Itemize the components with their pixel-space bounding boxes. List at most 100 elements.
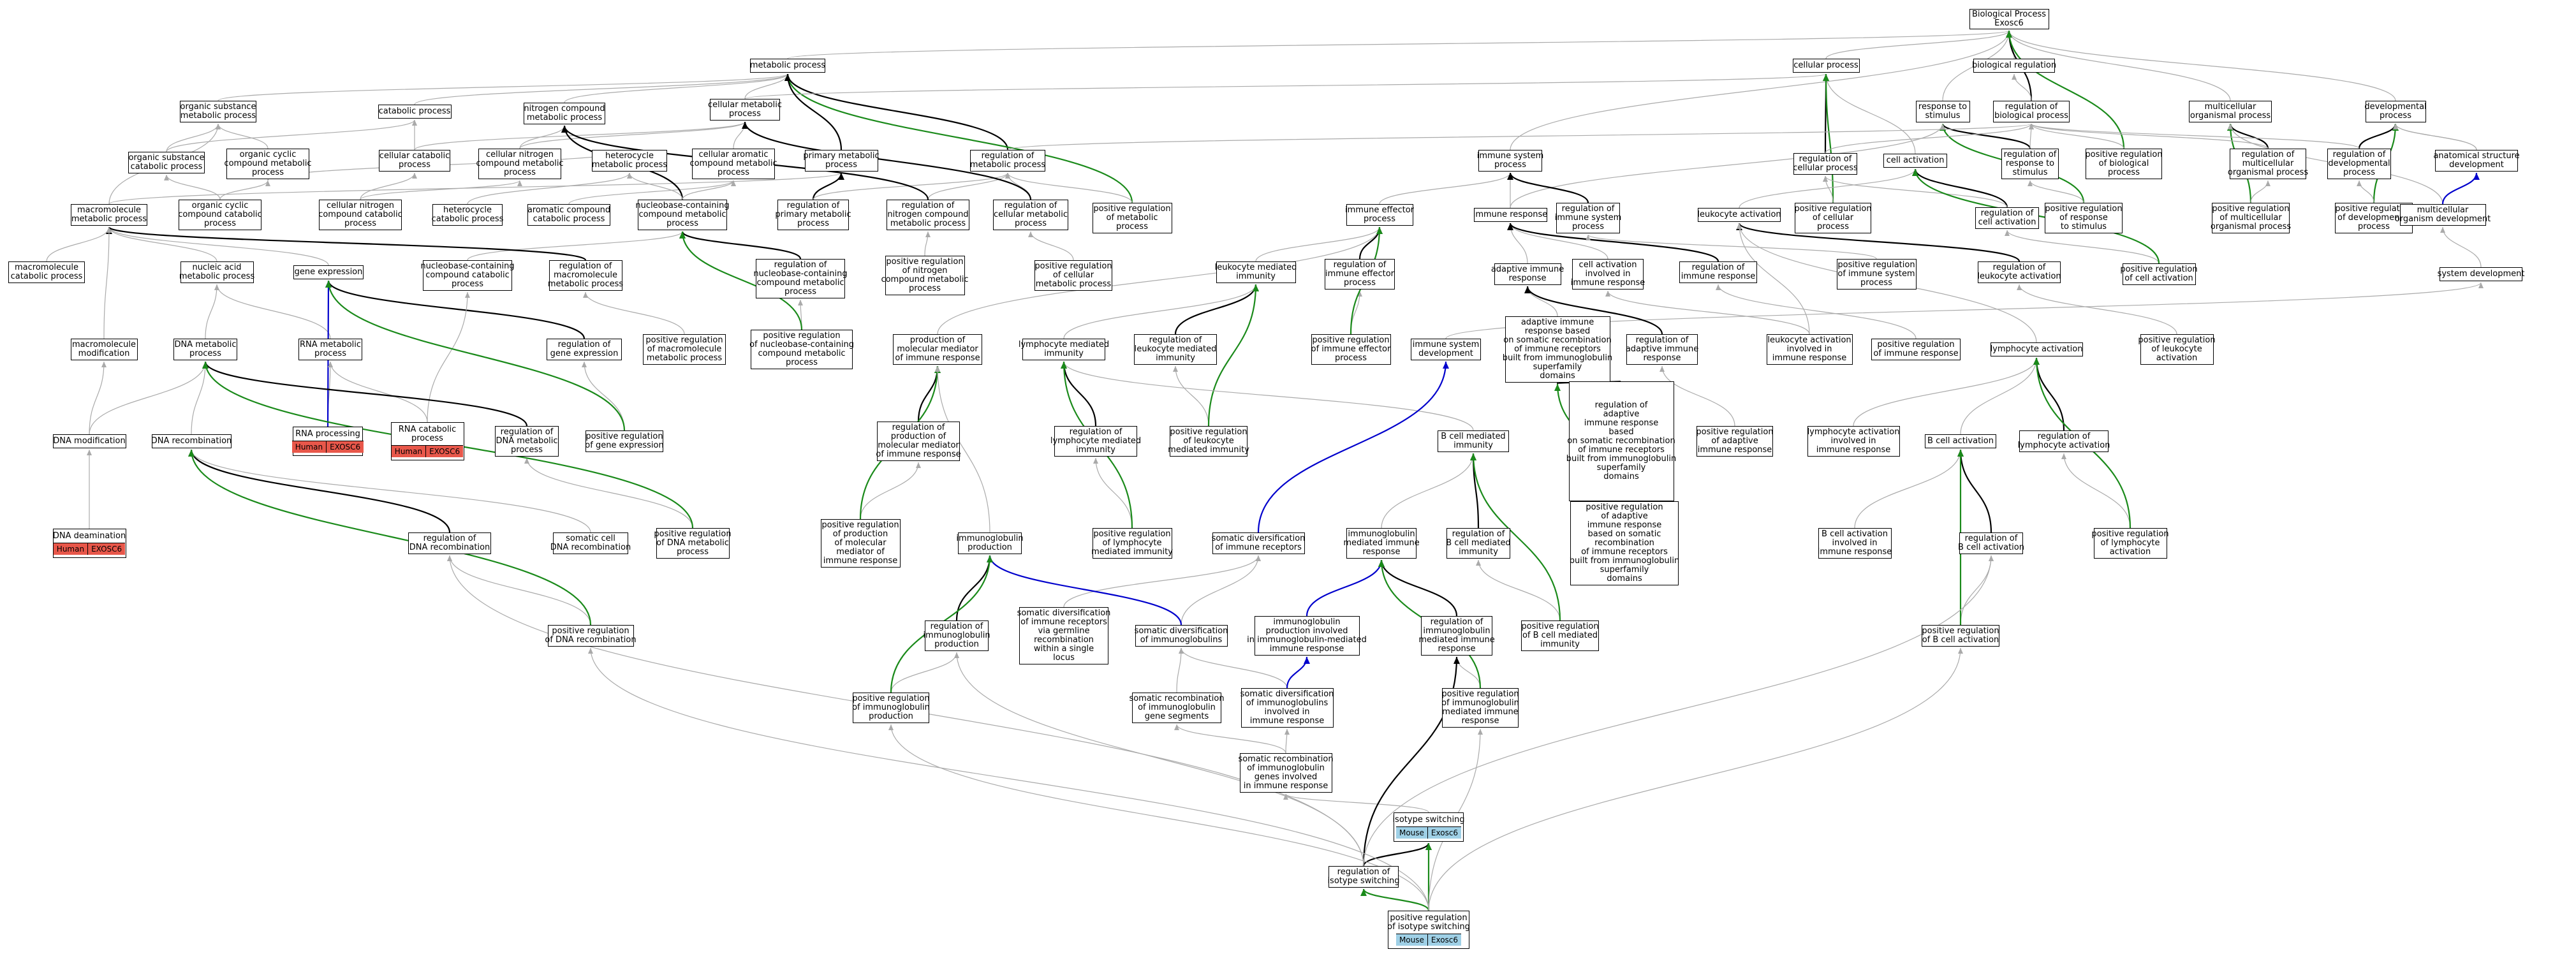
go-term-regulation-of-gene-expression[interactable]: regulation of gene expression xyxy=(547,339,622,360)
go-term-lymphocyte-activation[interactable]: lymphocyte activation xyxy=(1990,342,2083,356)
go-term-somatic-diversification-of-immune-receptors[interactable]: somatic diversification of immune recept… xyxy=(1212,532,1305,554)
go-term-b-cell-mediated-immunity[interactable]: B cell mediated immunity xyxy=(1438,430,1509,452)
go-term-regulation-of-adaptive-immune-response[interactable]: regulation of adaptive immune response xyxy=(1626,334,1698,365)
go-term-organic-substance-metabolic-process[interactable]: organic substance metabolic process xyxy=(180,101,256,122)
go-term-cell-activation-involved-in-immune-response[interactable]: cell activation involved in immune respo… xyxy=(1571,259,1645,290)
go-term-positive-regulation-of-response-to-stimulus[interactable]: positive regulation of response to stimu… xyxy=(2045,203,2123,233)
go-term-regulation-of-metabolic-process[interactable]: regulation of metabolic process xyxy=(970,150,1045,172)
go-term-multicellular-organismal-process[interactable]: multicellular organismal process xyxy=(2189,101,2272,122)
go-term-positive-regulation-of-metabolic-process[interactable]: positive regulation of metabolic process xyxy=(1092,203,1172,233)
go-term-macromolecule-catabolic-process[interactable]: macromolecule catabolic process xyxy=(8,261,85,283)
go-term-positive-regulation-of-immunoglobulin-mediated-immune-response[interactable]: positive regulation of immunoglobulin me… xyxy=(1441,688,1519,728)
go-term-regulation-of-immune-effector-process[interactable]: regulation of immune effector process xyxy=(1325,259,1395,290)
go-term-positive-regulation-of-production-of-molecular-mediator-of-immune-response[interactable]: positive regulation of production of mol… xyxy=(820,519,901,568)
go-term-production-of-molecular-mediator-of-immune-response[interactable]: production of molecular mediator of immu… xyxy=(893,334,982,365)
go-term-organic-cyclic-compound-catabolic-process[interactable]: organic cyclic compound catabolic proces… xyxy=(178,200,262,230)
go-term-immune-effector-process[interactable]: immune effector process xyxy=(1345,204,1414,226)
go-term-regulation-of-cellular-metabolic-process[interactable]: regulation of cellular metabolic process xyxy=(993,200,1068,230)
go-term-regulation-of-developmental-process[interactable]: regulation of developmental process xyxy=(2327,149,2391,179)
go-term-metabolic-process[interactable]: metabolic process xyxy=(750,59,825,73)
go-term-heterocycle-metabolic-process[interactable]: heterocycle metabolic process xyxy=(592,150,667,172)
go-term-leukocyte-mediated-immunity[interactable]: leukocyte mediated immunity xyxy=(1215,261,1297,283)
go-term-b-cell-activation[interactable]: B cell activation xyxy=(1925,434,1996,448)
go-term-positive-regulation-of-nitrogen-compound-metabolic-process[interactable]: positive regulation of nitrogen compound… xyxy=(881,256,969,295)
go-term-positive-regulation-of-cellular-process[interactable]: positive regulation of cellular process xyxy=(1794,203,1872,233)
go-term-positive-regulation-of-multicellular-organismal-process[interactable]: positive regulation of multicellular org… xyxy=(2211,203,2291,233)
go-term-biological-process[interactable]: Biological Process Exosc6 xyxy=(1969,9,2049,29)
go-term-somatic-cell-dna-recombination[interactable]: somatic cell DNA recombination xyxy=(550,532,631,554)
go-term-regulation-of-cell-activation[interactable]: regulation of cell activation xyxy=(1975,207,2039,229)
go-term-system-development[interactable]: system development xyxy=(2438,267,2524,281)
go-term-regulation-of-nucleobase-containing-compound-metabolic-process[interactable]: regulation of nucleobase-containing comp… xyxy=(753,259,848,298)
go-term-positive-regulation-of-immune-system-process[interactable]: positive regulation of immune system pro… xyxy=(1836,259,1917,290)
go-term-positive-regulation-of-gene-expression[interactable]: positive regulation of gene expression xyxy=(585,430,664,452)
go-term-immune-response[interactable]: immune response xyxy=(1473,208,1547,222)
go-term-regulation-of-dna-recombination[interactable]: regulation of DNA recombination xyxy=(408,532,491,554)
go-term-macromolecule-modification[interactable]: macromolecule modification xyxy=(70,339,138,360)
go-term-dna-modification[interactable]: DNA modification xyxy=(52,434,126,448)
go-term-immune-system-process[interactable]: immune system process xyxy=(1477,150,1543,172)
go-term-regulation-of-lymphocyte-mediated-immunity[interactable]: regulation of lymphocyte mediated immuni… xyxy=(1050,426,1141,457)
go-term-nucleic-acid-metabolic-process[interactable]: nucleic acid metabolic process xyxy=(179,261,254,283)
go-term-regulation-of-immune-system-process[interactable]: regulation of immune system process xyxy=(1555,203,1621,233)
go-term-regulation-of-response-to-stimulus[interactable]: regulation of response to stimulus xyxy=(2001,149,2059,179)
go-term-cellular-process[interactable]: cellular process xyxy=(1792,59,1860,73)
go-term-somatic-diversification-of-immunoglobulins-involved-in-immune-response[interactable]: somatic diversification of immunoglobuli… xyxy=(1240,688,1334,728)
go-term-positive-regulation-of-regulation-of-adaptive-immune-response-based-on-somatic[interactable]: positive regulation of adaptive immune r… xyxy=(1570,501,1679,585)
go-term-organic-substance-catabolic-process[interactable]: organic substance catabolic process xyxy=(128,152,205,173)
go-term-positive-regulation-of-lymphocyte-mediated-immunity[interactable]: positive regulation of lymphocyte mediat… xyxy=(1091,528,1173,559)
go-term-positive-regulation-of-b-cell-mediated-immunity[interactable]: positive regulation of B cell mediated i… xyxy=(1521,620,1599,651)
go-term-positive-regulation-of-b-cell-activation[interactable]: positive regulation of B cell activation xyxy=(1922,625,1999,647)
go-term-nucleobase-containing-compound-metabolic-process[interactable]: nucleobase-containing compound metabolic… xyxy=(635,200,730,230)
go-term-catabolic-process[interactable]: catabolic process xyxy=(378,105,452,119)
go-term-rna-metabolic-process[interactable]: RNA metabolic process xyxy=(298,339,362,360)
go-term-organic-cyclic-compound-metabolic-process[interactable]: organic cyclic compound metabolic proces… xyxy=(224,149,312,179)
go-term-adaptive-immune-response-based-on-somatic-recombination[interactable]: adaptive immune response based on somati… xyxy=(1503,316,1612,383)
go-term-leukocyte-activation[interactable]: leukocyte activation xyxy=(1697,208,1781,222)
go-term-positive-regulation-of-lymphocyte-activation[interactable]: positive regulation of lymphocyte activa… xyxy=(2091,528,2169,559)
go-term-leukocyte-activation-involved-in-immune-response[interactable]: leukocyte activation involved in immune … xyxy=(1766,334,1853,365)
go-term-positive-regulation-of-dna-recombination[interactable]: positive regulation of DNA recombination xyxy=(545,625,637,647)
go-term-regulation-of-immune-response[interactable]: regulation of immune response xyxy=(1679,261,1757,283)
go-term-positive-regulation-of-dna-metabolic-process[interactable]: positive regulation of DNA metabolic pro… xyxy=(654,528,732,559)
go-term-developmental-process[interactable]: developmental process xyxy=(2364,101,2427,122)
go-term-positive-regulation-of-immunoglobulin-production[interactable]: positive regulation of immunoglobulin pr… xyxy=(852,693,930,723)
go-term-lymphocyte-mediated-immunity[interactable]: lymphocyte mediated immunity xyxy=(1019,339,1109,360)
go-term-regulation-of-cellular-process[interactable]: regulation of cellular process xyxy=(1793,153,1858,175)
go-term-regulation-of-b-cell-mediated-immunity[interactable]: regulation of B cell mediated immunity xyxy=(1446,528,1511,559)
go-term-regulation-of-b-cell-activation[interactable]: regulation of B cell activation xyxy=(1958,532,2024,554)
go-term-response-to-stimulus[interactable]: response to stimulus xyxy=(1915,101,1970,122)
go-term-regulation-of-isotype-switching[interactable]: regulation of isotype switching xyxy=(1327,866,1400,888)
go-term-somatic-recombination-of-immunoglobulin-gene-segments[interactable]: somatic recombination of immunoglobulin … xyxy=(1129,693,1225,723)
go-term-positive-regulation-of-immune-response[interactable]: positive regulation of immune response xyxy=(1871,339,1961,360)
go-term-immunoglobulin-mediated-immune-response[interactable]: immunoglobulin mediated immune response xyxy=(1343,528,1420,559)
go-term-cellular-catabolic-process[interactable]: cellular catabolic process xyxy=(379,150,450,172)
go-term-regulation-of-leukocyte-activation[interactable]: regulation of leukocyte activation xyxy=(1977,261,2061,283)
go-term-positive-regulation-of-immune-effector-process[interactable]: positive regulation of immune effector p… xyxy=(1311,334,1391,365)
go-term-cell-activation[interactable]: cell activation xyxy=(1883,154,1947,168)
go-term-positive-regulation-of-nucleobase-containing-compound-metabolic-process[interactable]: positive regulation of nucleobase-contai… xyxy=(749,330,854,369)
go-term-anatomical-structure-development[interactable]: anatomical structure development xyxy=(2433,150,2520,172)
go-term-cellular-aromatic-compound-metabolic-process[interactable]: cellular aromatic compound metabolic pro… xyxy=(689,149,777,179)
go-term-regulation-of-immunoglobulin-production[interactable]: regulation of immunoglobulin production xyxy=(923,620,990,651)
go-term-positive-regulation-of-cell-activation[interactable]: positive regulation of cell activation xyxy=(2120,263,2198,285)
go-term-lymphocyte-activation-involved-in-immune-response[interactable]: lymphocyte activation involved in immune… xyxy=(1807,426,1900,457)
go-term-positive-regulation-of-macromolecule-metabolic-process[interactable]: positive regulation of macromolecule met… xyxy=(643,334,726,365)
go-term-regulation-of-multicellular-organismal-process[interactable]: regulation of multicellular organismal p… xyxy=(2228,149,2308,179)
go-term-regulation-of-nitrogen-compound-metabolic-process[interactable]: regulation of nitrogen compound metaboli… xyxy=(887,200,969,230)
go-term-cellular-nitrogen-compound-catabolic-process[interactable]: cellular nitrogen compound catabolic pro… xyxy=(318,200,402,230)
go-term-nitrogen-compound-metabolic-process[interactable]: nitrogen compound metabolic process xyxy=(524,103,605,124)
go-term-biological-regulation[interactable]: biological regulation xyxy=(1972,59,2056,73)
go-term-b-cell-activation-involved-in-immune-response[interactable]: B cell activation involved in immune res… xyxy=(1818,528,1892,559)
go-term-regulation-of-macromolecule-metabolic-process[interactable]: regulation of macromolecule metabolic pr… xyxy=(548,260,623,291)
go-term-regulation-of-biological-process[interactable]: regulation of biological process xyxy=(1993,101,2070,122)
go-term-nucleobase-containing-compound-catabolic-process[interactable]: nucleobase-containing compound catabolic… xyxy=(420,260,515,291)
go-term-positive-regulation-of-isotype-switching[interactable]: positive regulation of isotype switching… xyxy=(1387,911,1470,949)
go-term-dna-recombination[interactable]: DNA recombination xyxy=(151,434,232,448)
go-term-regulation-of-dna-metabolic-process[interactable]: regulation of DNA metabolic process xyxy=(495,426,559,457)
go-term-somatic-diversification-of-immunoglobulins[interactable]: somatic diversification of immunoglobuli… xyxy=(1135,625,1228,647)
go-term-cellular-metabolic-process[interactable]: cellular metabolic process xyxy=(708,99,782,121)
go-term-regulation-of-lymphocyte-activation[interactable]: regulation of lymphocyte activation xyxy=(2018,430,2110,452)
